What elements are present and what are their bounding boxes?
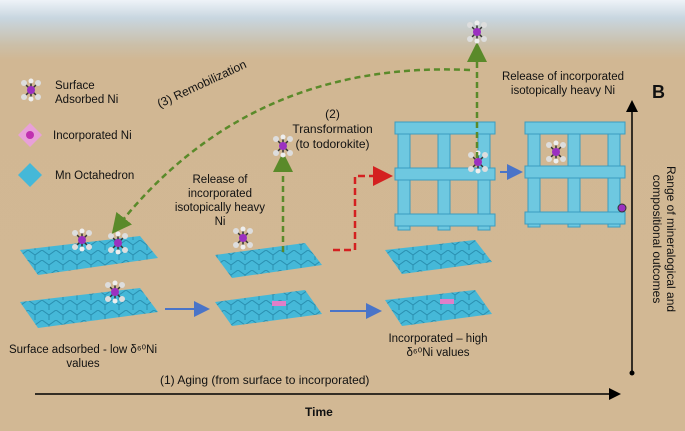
incorporated-ni-icon (18, 123, 42, 147)
sheet-surface-bottom (20, 288, 158, 328)
aging-label: (1) Aging (from surface to incorporated) (160, 373, 370, 387)
release-top-label: Release of incorporated isotopically hea… (501, 71, 625, 97)
incorporated-label: Incorporated – high δ⁶⁰Ni values (388, 333, 488, 359)
sheet-mid-bottom (215, 290, 322, 326)
panel-label: B (652, 82, 665, 102)
todorokite-framework-2 (524, 121, 626, 228)
transformation-label: (2) Transformation (to todorokite) (292, 107, 373, 151)
sheet-mid-top (215, 243, 322, 278)
release-mid-label: Release of incorporated isotopically hea… (174, 174, 266, 228)
sheet-inc-bottom (385, 290, 492, 326)
legend-incorporated-label: Incorporated Ni (53, 130, 132, 142)
todorokite-framework-1 (394, 121, 496, 231)
surface-adsorbed-ni-icon (20, 77, 42, 103)
sheet-inc-top (385, 240, 492, 274)
sheet-surface-top (20, 236, 158, 275)
range-label: Range of mineralogical and compositional… (650, 165, 678, 313)
legend-mn-octahedron-label: Mn Octahedron (55, 170, 135, 182)
mn-octahedron-icon (18, 163, 42, 187)
legend-surface-adsorbed-label: Surface Adsorbed Ni (55, 80, 119, 106)
transformation-arrow (333, 166, 393, 252)
surface-adsorbed-label: Surface adsorbed - low δ⁶⁰Ni values (8, 344, 158, 370)
time-label: Time (305, 405, 333, 419)
remobilization-arrow (111, 68, 471, 234)
